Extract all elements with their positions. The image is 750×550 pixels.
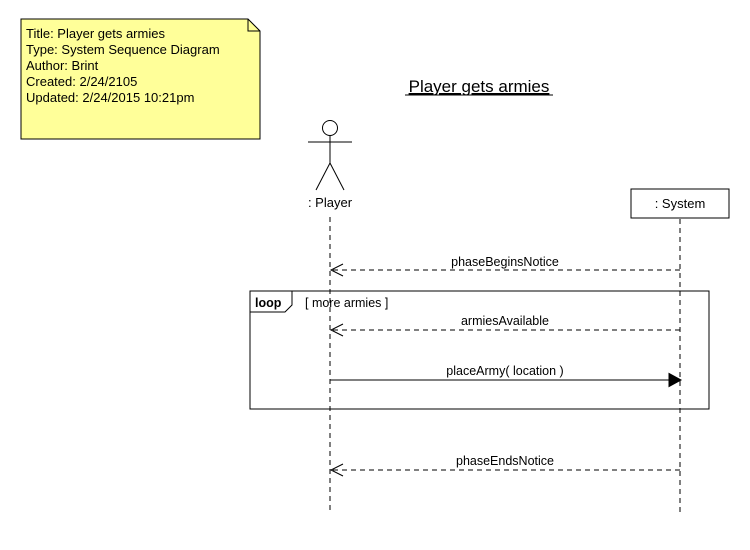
open-arrowhead-icon (329, 323, 344, 337)
filled-arrowhead-icon (668, 372, 683, 388)
loop-label-tab (250, 291, 293, 313)
message-phase-begins-notice[interactable]: phaseBeginsNotice (329, 255, 680, 277)
actor-player[interactable]: : Player (308, 120, 353, 211)
stick-figure-icon (308, 120, 352, 191)
diagram-title: Player gets armies (409, 77, 550, 96)
loop-keyword: loop (255, 296, 282, 310)
message-label: placeArmy( location ) (446, 364, 563, 378)
loop-frame (249, 290, 710, 410)
note-line-type: Type: System Sequence Diagram (26, 42, 220, 57)
note-line-author: Author: Brint (26, 58, 99, 73)
message-label: phaseBeginsNotice (451, 255, 559, 269)
actor-player-label: : Player (308, 195, 353, 210)
message-label: armiesAvailable (461, 314, 549, 328)
object-system-label: : System (655, 196, 706, 211)
object-system[interactable]: : System (630, 188, 730, 219)
diagram-note[interactable]: Title: Player gets armies Type: System S… (20, 18, 261, 140)
object-system-box (630, 188, 730, 219)
message-label: phaseEndsNotice (456, 454, 554, 468)
note-line-updated: Updated: 2/24/2015 10:21pm (26, 90, 194, 105)
note-line-created: Created: 2/24/2105 (26, 74, 137, 89)
note-line-title: Title: Player gets armies (26, 26, 165, 41)
open-arrowhead-icon (329, 263, 344, 277)
message-place-army[interactable]: placeArmy( location ) (330, 364, 683, 388)
loop-fragment[interactable]: loop [ more armies ] (249, 290, 710, 410)
open-arrowhead-icon (329, 463, 344, 477)
loop-guard: [ more armies ] (305, 296, 388, 310)
note-fold (247, 19, 260, 32)
message-phase-ends-notice[interactable]: phaseEndsNotice (329, 454, 680, 477)
message-armies-available[interactable]: armiesAvailable (329, 314, 680, 337)
note-body (20, 18, 261, 140)
